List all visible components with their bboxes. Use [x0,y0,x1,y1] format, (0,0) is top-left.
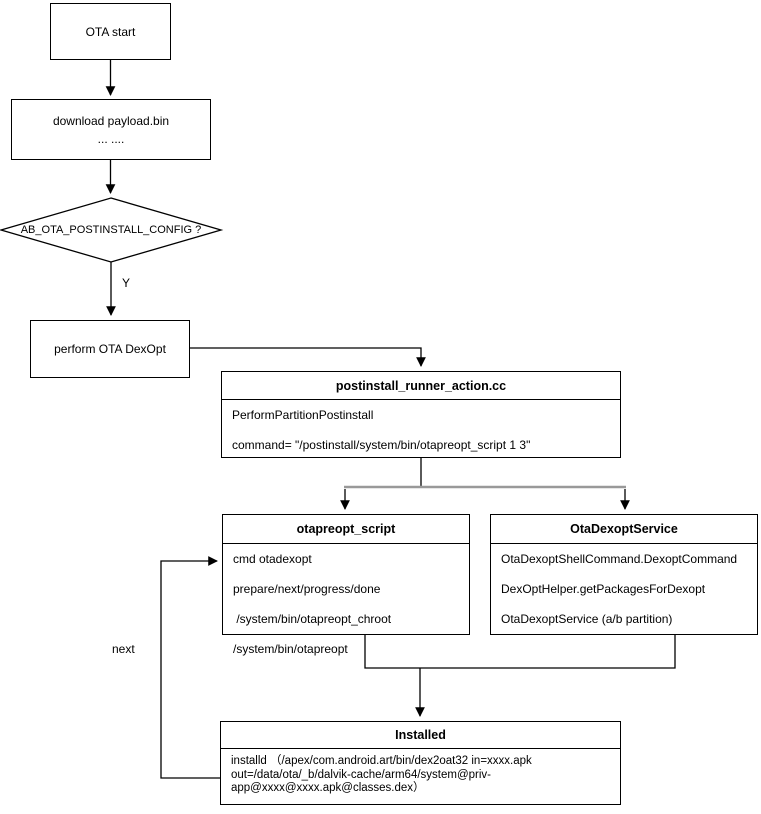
node-decision-label: AB_OTA_POSTINSTALL_CONFIG ? [20,224,202,236]
node-postinstall-line: command= "/postinstall/system/bin/otapre… [232,438,531,452]
edge-next-loop [160,556,220,779]
node-otadexopt-title: OtaDexoptService [491,515,757,544]
node-otapreopt-line: /system/bin/otapreopt [233,642,348,656]
node-installed-title: Installed [221,722,620,749]
edge-label-next: next [110,642,137,656]
node-ota-start-label: OTA start [85,24,136,39]
node-download-sub: ... .... [97,131,125,146]
node-installed: Installed installd （/apex/com.android.ar… [220,721,621,805]
node-postinstall-runner-action: postinstall_runner_action.cc PerformPart… [221,371,621,458]
edge-label-yes: Y [120,276,133,290]
node-otadexopt-line: OtaDexoptShellCommand.DexoptCommand [501,552,738,566]
node-otapreopt-line: /system/bin/otapreopt_chroot [233,612,392,626]
node-ota-dexopt-service: OtaDexoptService OtaDexoptShellCommand.D… [490,514,758,635]
node-download-label: download payload.bin [52,113,170,128]
node-download-payload: download payload.bin ... .... [11,99,211,160]
node-otapreopt-title: otapreopt_script [223,515,469,544]
node-installed-body: installd （/apex/com.android.art/bin/dex2… [231,755,532,794]
edge-perform-to-postinstall [190,347,426,367]
node-otadexopt-line: OtaDexoptService (a/b partition) [501,612,673,626]
edge-merge-bar [364,635,676,669]
node-postinstall-title: postinstall_runner_action.cc [222,372,620,400]
node-ota-start: OTA start [50,3,171,60]
node-otapreopt-script: otapreopt_script cmd otadexopt prepare/n… [222,514,470,656]
node-otadexopt-line: DexOptHelper.getPackagesForDexopt [501,582,706,596]
node-perform-ota-dexopt: perform OTA DexOpt [30,320,190,378]
node-perform-label: perform OTA DexOpt [54,342,166,356]
node-postinstall-line: PerformPartitionPostinstall [232,408,374,422]
node-otapreopt-line: cmd otadexopt prepare/next/progress/done [233,552,381,596]
